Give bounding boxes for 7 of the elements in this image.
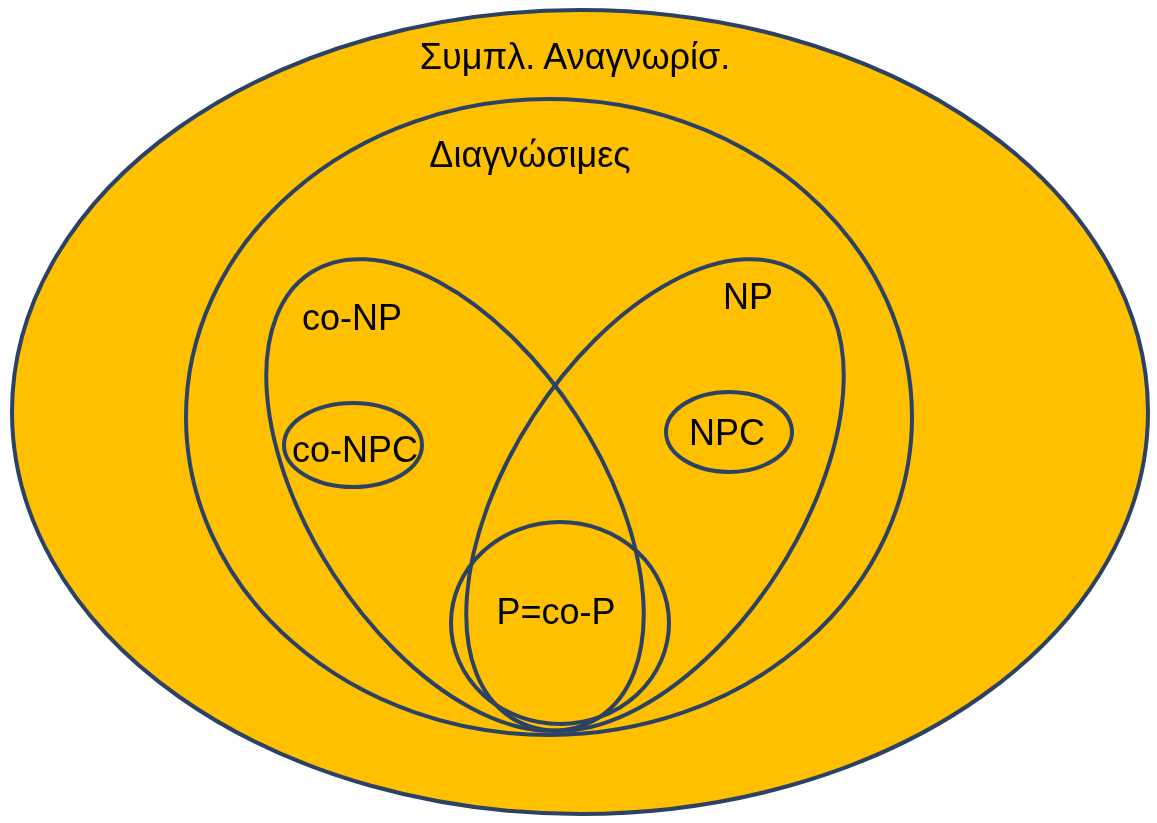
set-label: co-NPC: [292, 432, 418, 468]
set-label: NPC: [689, 415, 765, 451]
set-label: Διαγνώσιμες: [429, 137, 631, 173]
set-label: Συμπλ. Αναγνωρίσ.: [419, 39, 731, 75]
set-label: co-NP: [302, 300, 402, 336]
set-label: NP: [723, 279, 773, 315]
set-label: P=co-P: [496, 594, 616, 630]
